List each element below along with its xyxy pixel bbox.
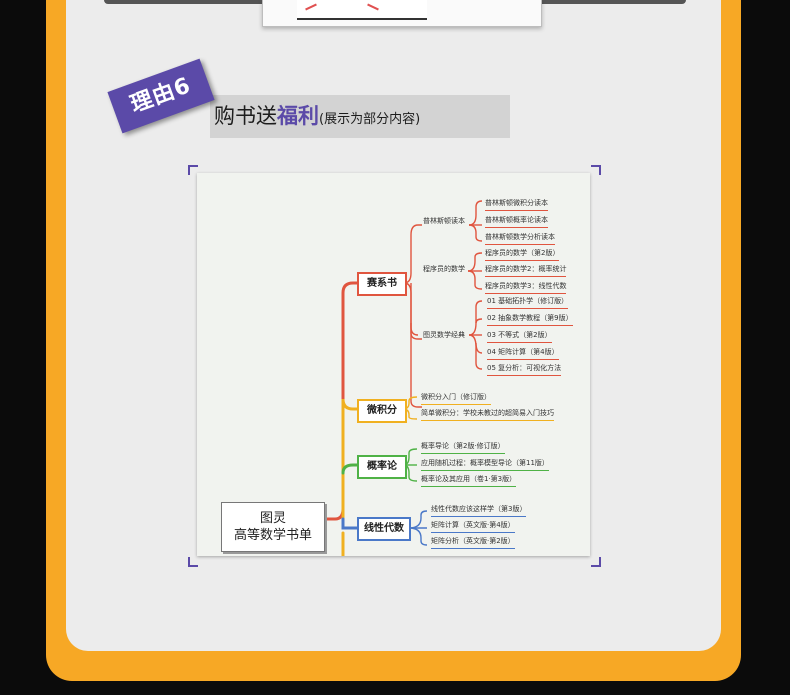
section-title: 购书送福利(展示为部分内容) [214, 100, 420, 132]
book-item: 简单微积分：学校未教过的超简易入门技巧 [421, 409, 554, 421]
category-gailv: 概率论 [357, 455, 407, 479]
root-subtitle: 高等数学书单 [233, 528, 312, 543]
book-item: 05 复分析：可视化方法 [487, 364, 562, 376]
category-saixi: 赛系书 [357, 272, 407, 296]
book-item: 普林斯顿概率论读本 [485, 216, 548, 228]
book-item: 程序员的数学3：线性代数 [485, 282, 567, 294]
frame-corner-top-left [188, 165, 198, 175]
book-item: 程序员的数学（第2版） [485, 249, 560, 261]
book-item: 02 抽象数学教程（第9版） [487, 314, 573, 326]
book-item: 普林斯顿数学分析读本 [485, 233, 555, 245]
section-title-bar [210, 95, 510, 138]
book-item: 矩阵分析（英文版·第2版） [431, 537, 515, 549]
book-item: 04 矩阵计算（第4版） [487, 348, 559, 360]
book-item: 矩阵计算（英文版·第4版） [431, 521, 515, 533]
mindmap-root: 图灵 高等数学书单 [221, 502, 325, 552]
frame-corner-top-right [591, 165, 601, 175]
book-item: 普林斯顿微积分读本 [485, 199, 548, 211]
group-turing-classics: 图灵数学经典 [423, 331, 465, 339]
book-item: 03 不等式（第2版） [487, 331, 552, 343]
book-item: 概率导论（第2版·修订版） [421, 442, 505, 454]
book-item: 程序员的数学2：概率统计 [485, 265, 567, 277]
book-list-mindmap: 图灵 高等数学书单 赛系书 微积分 概率论 线性代数 普林斯顿读本 程序员的数学… [197, 173, 590, 556]
group-princeton: 普林斯顿读本 [423, 217, 465, 225]
group-programmer: 程序员的数学 [423, 265, 465, 273]
category-xianxing: 线性代数 [357, 517, 411, 541]
title-main: 购书送 [214, 104, 277, 128]
book-item: 01 基础拓扑学（修订版） [487, 297, 569, 309]
book-item: 线性代数应该这样学（第3版） [431, 505, 527, 517]
title-note: (展示为部分内容) [319, 112, 421, 127]
root-title: 图灵 [259, 511, 286, 526]
frame-corner-bottom-left [188, 557, 198, 567]
category-weijifen: 微积分 [357, 399, 407, 423]
book-item: 应用随机过程：概率模型导论（第11版） [421, 459, 549, 471]
book-item: 微积分入门（修订版） [421, 393, 491, 405]
book-item: 概率论及其应用（卷1·第3版） [421, 475, 517, 487]
title-highlight: 福利 [277, 104, 319, 128]
frame-corner-bottom-right [591, 557, 601, 567]
mindmap-connectors [321, 200, 483, 556]
previous-image-thumbnail [262, 0, 542, 27]
